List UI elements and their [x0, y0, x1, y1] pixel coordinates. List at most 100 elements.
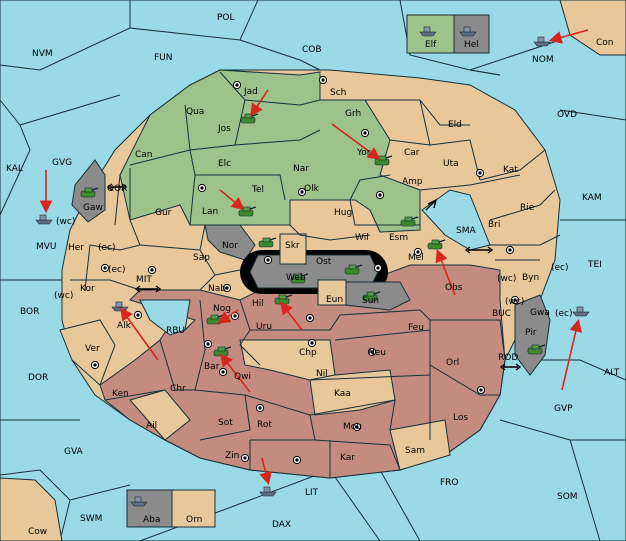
sea-labels: POL NVM FUN COB OVD NOM KAL GVG GOR MVU … — [6, 13, 620, 530]
land-label-rie: Rie — [520, 203, 535, 213]
sea-label-rod: ROD — [498, 353, 518, 363]
land-label-sam: Sam — [405, 446, 425, 456]
province-sam[interactable] — [389, 419, 451, 471]
land-label-kat: Kat — [503, 165, 518, 175]
land-label-uru: Uru — [256, 322, 272, 332]
province-borders — [70, 71, 561, 478]
sea-label-alt: ALT — [604, 368, 620, 378]
land-label-ver: Ver — [85, 344, 100, 354]
sea-label-dax: DAX — [272, 520, 291, 530]
sea-label-nvm: NVM — [32, 49, 53, 59]
canal-arrows — [106, 183, 522, 371]
land-label-nor: Nor — [222, 241, 238, 251]
land-label-ost: Ost — [316, 257, 332, 267]
sea-label-lit: LIT — [305, 488, 319, 498]
legend-label-aba: Aba — [143, 515, 160, 525]
land-label-qua: Qua — [186, 107, 204, 117]
sea-label-ovd: OVD — [557, 110, 577, 120]
sea-label-fun: FUN — [154, 53, 173, 63]
land-label-hil: Hil — [252, 299, 264, 309]
province-cow[interactable] — [0, 477, 63, 541]
land-label-wc4: (wc) — [505, 297, 524, 307]
legend-label-elf: Elf — [425, 40, 437, 50]
legend-box-north — [406, 14, 490, 54]
land-label-chr: Chr — [170, 384, 186, 394]
land-label-qwi: Qwi — [234, 372, 251, 382]
land-label-wc2: (wc) — [497, 274, 516, 284]
land-label-pir: Pir — [525, 328, 537, 338]
province-skr[interactable] — [279, 233, 307, 265]
land-label-uta: Uta — [443, 159, 459, 169]
land-label-ec3: (ec) — [108, 265, 126, 275]
legend-label-hel: Hel — [464, 40, 479, 50]
land-label-her: Her — [68, 243, 84, 253]
land-label-tel: Tel — [251, 185, 264, 195]
land-label-gur: Gur — [155, 208, 172, 218]
land-label-feu: Feu — [408, 323, 424, 333]
land-label-cow: Cow — [28, 527, 47, 537]
land-label-kar: Kar — [340, 453, 355, 463]
sea-sma[interactable] — [421, 189, 491, 251]
land-label-nar: Nar — [293, 164, 309, 174]
land-label-esm: Esm — [389, 233, 408, 243]
land-label-rot: Rot — [257, 420, 272, 430]
sea-label-buc: BUC — [492, 309, 511, 319]
land-label-nab: Nab — [208, 284, 226, 294]
land-label-neu: Neu — [368, 348, 386, 358]
land-label-amp: Amp — [402, 177, 423, 187]
land-label-eun: Eun — [326, 295, 343, 305]
sea-label-som: SOM — [557, 492, 578, 502]
sea-label-pol: POL — [217, 13, 235, 23]
sea-label-gva: GVA — [64, 447, 84, 457]
land-label-jad: Jad — [243, 87, 258, 97]
land-label-skr: Skr — [285, 241, 300, 251]
sea-label-kal: KAL — [6, 164, 23, 174]
land-label-lan: Lan — [202, 207, 218, 217]
province-ver[interactable] — [59, 319, 116, 386]
land-label-gwa: Gwa — [530, 308, 550, 318]
land-label-wc1: (wc) — [56, 217, 75, 227]
land-label-grh: Grh — [345, 109, 361, 119]
order-arrows — [39, 29, 589, 486]
land-label-chp: Chp — [299, 348, 317, 358]
land-label-kaa: Kaa — [334, 389, 351, 399]
sea-label-swm: SWM — [80, 514, 102, 524]
land-label-yor: Yor — [356, 148, 371, 158]
land-label-zin: Zin — [225, 451, 239, 461]
province-con[interactable] — [559, 0, 626, 56]
legend-box-labels: Elf Hel Aba Orn — [143, 40, 479, 525]
sea-label-nom: NOM — [532, 55, 554, 65]
sea-label-cob: COB — [302, 45, 322, 55]
land-label-mel: Mel — [408, 253, 424, 263]
land-label-sch: Sch — [330, 88, 346, 98]
sea-label-sma: SMA — [456, 226, 476, 236]
land-label-eld: Eld — [448, 120, 462, 130]
land-label-jos: Jos — [217, 124, 231, 134]
land-label-los: Los — [453, 413, 468, 423]
sea-label-rbu: RBU — [166, 326, 185, 336]
sea-rbu[interactable] — [139, 299, 191, 336]
land-label-ail: Ail — [146, 421, 157, 431]
land-label-ec4: (ec) — [555, 309, 573, 319]
province-pir[interactable] — [514, 294, 551, 376]
sea-label-gor: GOR — [107, 184, 127, 194]
land-label-ken: Ken — [112, 389, 129, 399]
land-label-nog: Nog — [213, 304, 231, 314]
sea-label-fro: FRO — [440, 478, 459, 488]
land-label-byn: Byn — [522, 273, 539, 283]
province-ail[interactable] — [129, 389, 191, 441]
land-label-olk: Olk — [304, 184, 320, 194]
province-eun[interactable] — [317, 279, 347, 306]
land-label-orl: Orl — [446, 358, 459, 368]
land-label-wc3: (wc) — [54, 291, 73, 301]
green-region[interactable] — [119, 69, 421, 233]
sea-label-bor: BOR — [20, 307, 39, 317]
land-label-con: Con — [596, 38, 614, 48]
sea-label-gvg: GVG — [52, 158, 72, 168]
land-label-ec2: (ec) — [551, 263, 569, 273]
sea-label-mvu: MVU — [36, 242, 57, 252]
sea-label-dor: DOR — [28, 373, 48, 383]
land-label-sap: Sap — [193, 253, 210, 263]
